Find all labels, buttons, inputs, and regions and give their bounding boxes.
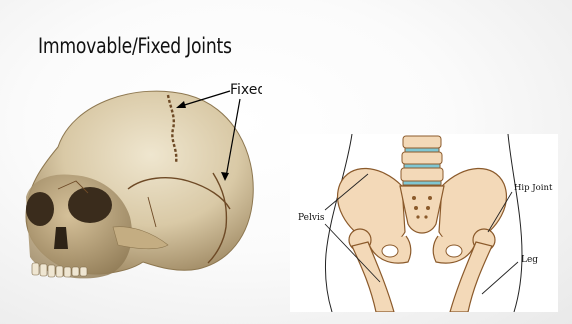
skull-illustration: Fixed joints bbox=[18, 77, 262, 292]
slide-title: Immovable/Fixed Joints bbox=[38, 34, 232, 58]
leg-leader-line bbox=[482, 262, 518, 294]
pelvis-illustration: Pelvis Hip Joint Leg bbox=[290, 134, 558, 312]
body-outline-right bbox=[508, 134, 522, 312]
hip-joint-label: Hip Joint bbox=[514, 183, 553, 193]
pelvis-label: Pelvis bbox=[298, 213, 325, 223]
pelvis-drawing: Pelvis Hip Joint Leg bbox=[290, 134, 558, 312]
skull-eye-socket-left bbox=[26, 192, 54, 226]
obturator-foramen-left bbox=[382, 245, 398, 257]
pelvis-sacrum bbox=[400, 186, 444, 233]
spine-vertebrae bbox=[401, 136, 443, 185]
skull-drawing: Fixed joints bbox=[18, 77, 262, 292]
obturator-foramen-right bbox=[446, 245, 462, 257]
fixed-joints-label: Fixed joints bbox=[230, 82, 262, 98]
pelvis-ilium-left bbox=[338, 168, 405, 245]
skull-eye-socket-right bbox=[68, 187, 112, 223]
pelvis-ilium-right bbox=[439, 168, 506, 245]
skull-nasal-cavity bbox=[54, 227, 68, 249]
leg-label: Leg bbox=[521, 255, 538, 265]
